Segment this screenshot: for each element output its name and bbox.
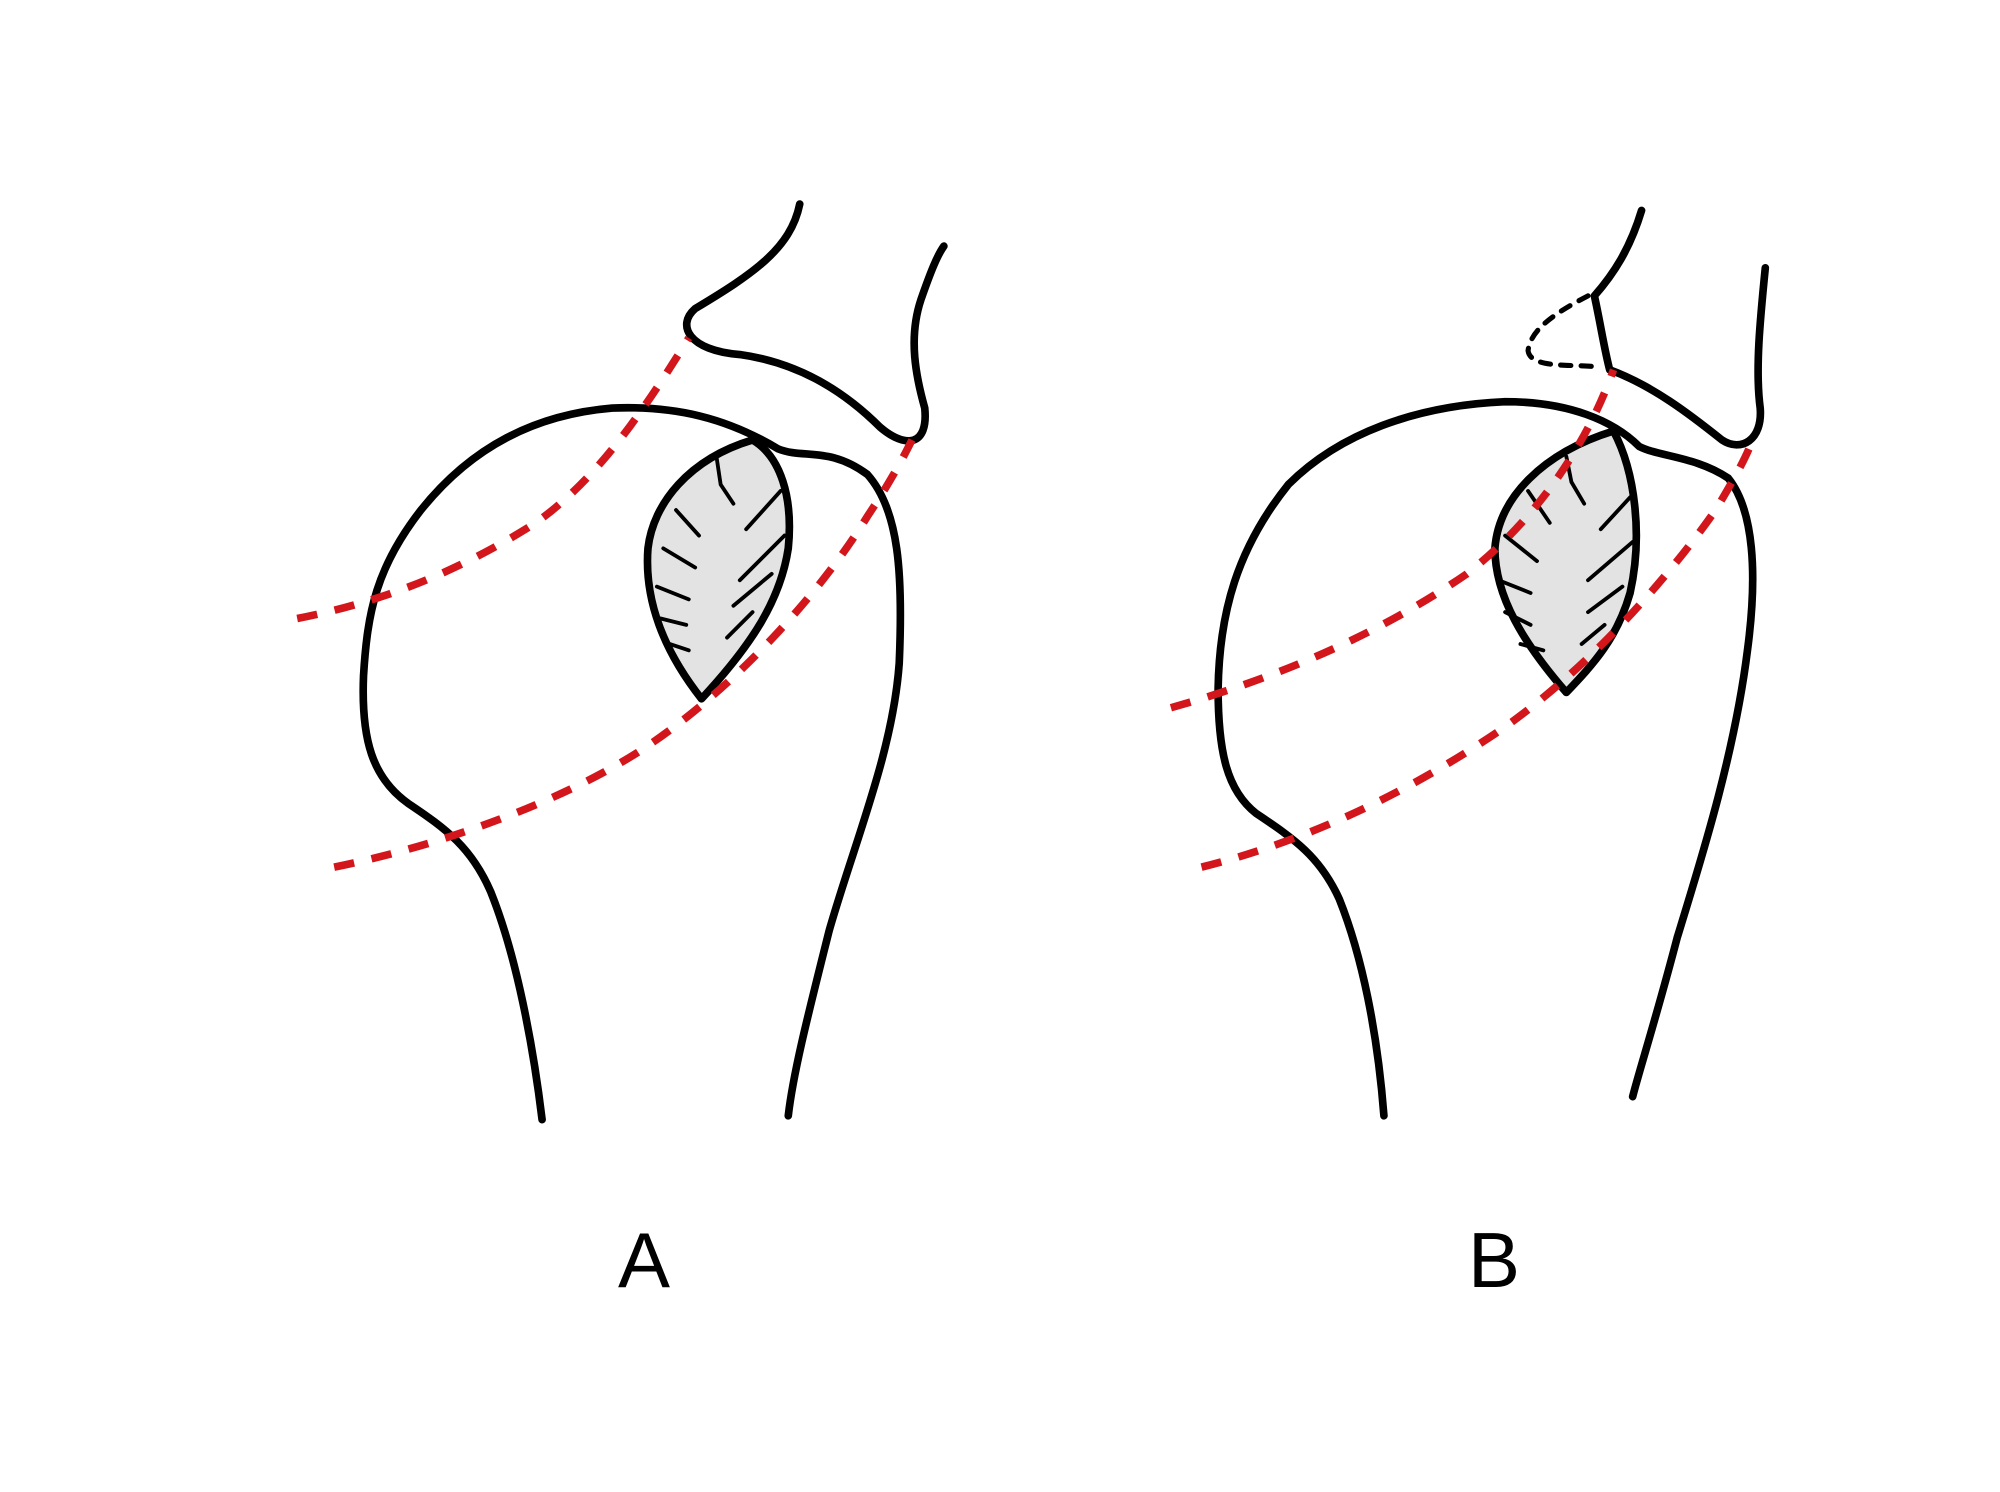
humerus-outline-a: [359, 403, 905, 1124]
lesion-a: [643, 436, 794, 703]
lesion-hatching-a: [654, 457, 787, 653]
panel-label-b: B: [1467, 1216, 1521, 1304]
humerus-outline-b: [1214, 397, 1757, 1120]
cut-line-upper-b: [1169, 368, 1618, 712]
cut-line-lower-a: [333, 438, 916, 871]
panel-a-drawing: [296, 200, 948, 1124]
glenoid-acromion-b: [1590, 206, 1770, 449]
cut-line-lower-b: [1200, 444, 1754, 871]
cut-line-upper-a: [296, 335, 693, 623]
panel-label-a: A: [617, 1216, 671, 1304]
panel-b-drawing: [1169, 206, 1770, 1120]
fractured-fragment-b: [1525, 293, 1604, 370]
glenoid-acromion-a: [682, 200, 948, 445]
